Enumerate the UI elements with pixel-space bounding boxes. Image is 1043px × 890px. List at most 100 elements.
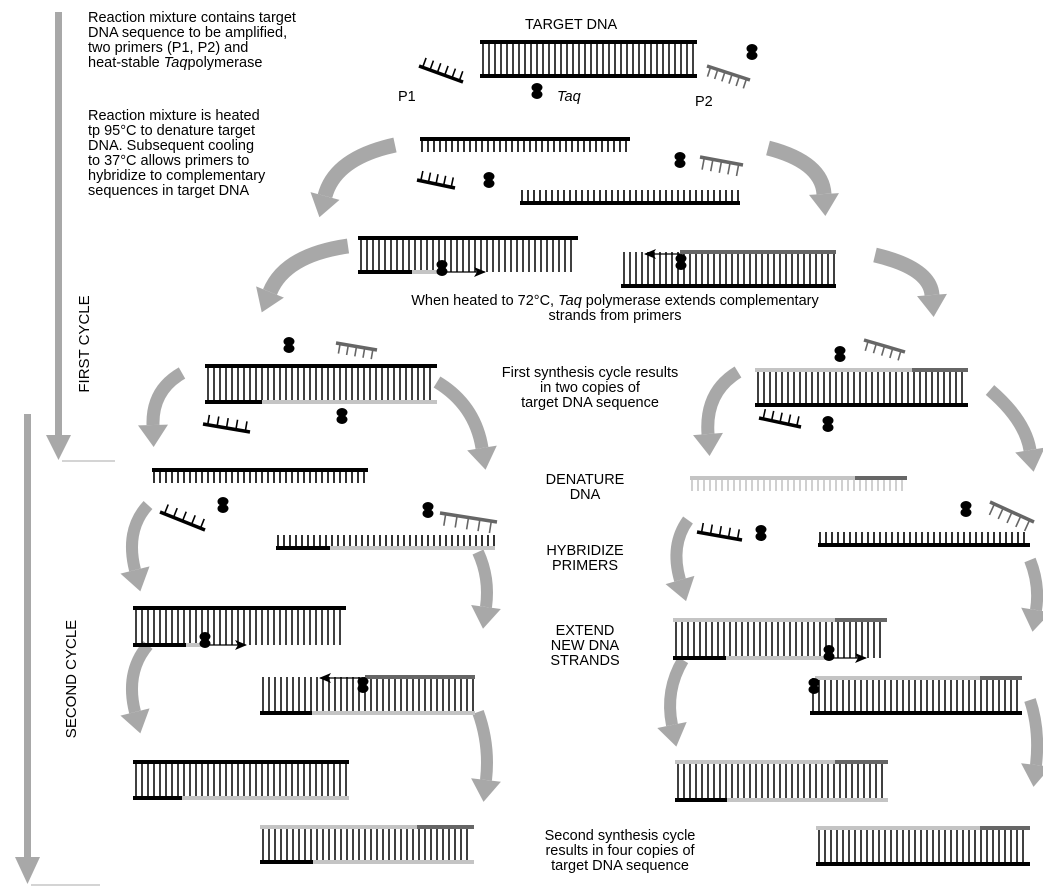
target-dna-duplex-bot-0: [480, 74, 697, 78]
taq-top: [746, 44, 758, 53]
taq-polymerase-free: [531, 83, 543, 99]
curve-arrow-1-head: [310, 192, 340, 218]
final-copy-4-top-1: [980, 826, 1030, 830]
taq-top: [822, 416, 834, 425]
taq-top: [823, 645, 835, 654]
second-cycle-arrow-head: [15, 857, 40, 884]
curve-arrow-15-body: [664, 656, 689, 727]
second-extending-c: [673, 618, 887, 660]
second-extending-d: [810, 676, 1022, 715]
target-dna-duplex-top-0: [480, 40, 697, 44]
taq-bottom: [217, 504, 229, 513]
taq-polymerase-l: [960, 501, 972, 517]
second-extending-d-top-1: [980, 676, 1022, 680]
taq-top: [217, 497, 229, 506]
second-denatured-d-bases: [819, 532, 1025, 545]
denatured-top-strand: [420, 137, 630, 152]
step-extend-line-2: NEW DNA: [550, 638, 620, 654]
denature-line-4: to 37°C allows primers to: [88, 153, 250, 169]
curve-arrow-6-body: [433, 376, 489, 450]
second-extending-d-bot-0: [810, 711, 1022, 715]
denatured-top-strand-bases: [421, 139, 627, 152]
extend-line-2: strands from primers: [548, 308, 682, 324]
curve-arrow-16-head: [1021, 763, 1043, 787]
curve-arrow-7-head: [693, 432, 723, 456]
final-copy-2-rungs: [262, 827, 468, 862]
taq-polymerase-i: [217, 497, 229, 513]
second-extending-a-bot-1: [186, 643, 205, 647]
second-result-line-2: results in four copies of: [545, 843, 695, 859]
taq-polymerase-e: [283, 337, 295, 353]
taq-polymerase-g: [834, 346, 846, 362]
taq-bottom: [674, 159, 686, 168]
first-copy-right: [755, 368, 968, 407]
step-hybridize-line-1: HYBRIDIZE: [546, 543, 624, 559]
intro-line-2: DNA sequence to be amplified,: [88, 25, 288, 41]
taq-bottom: [199, 639, 211, 648]
curve-arrow-15-head: [657, 722, 687, 747]
curve-arrow-2-body: [766, 140, 832, 196]
second-extending-a-top-0: [133, 606, 346, 610]
second-result-line-1: Second synthesis cycle: [544, 828, 696, 844]
curve-arrow-10-body: [472, 549, 493, 608]
final-copy-3-top-0: [675, 760, 835, 764]
final-copy-3: [675, 760, 888, 802]
taq-bottom: [823, 652, 835, 661]
primer-p1-cycle2-a: [159, 504, 206, 532]
primer-p2-label: P2: [695, 94, 713, 110]
primer-p1-backbone: [418, 64, 464, 84]
step-hybridize: HYBRIDIZE PRIMERS: [520, 544, 650, 574]
curve-arrow-9-head: [120, 566, 150, 592]
first-result-line-1: First synthesis cycle results: [501, 365, 679, 381]
second-cycle-label: SECOND CYCLE: [63, 619, 80, 739]
first-copy-right-top-0: [755, 368, 912, 372]
curve-arrow-6-head: [467, 445, 497, 470]
taq-top: [675, 254, 687, 263]
taq-top: [357, 677, 369, 686]
first-copy-left-bot-1: [262, 400, 437, 404]
primer-p1-hybridizing-bases: [420, 170, 455, 188]
extending-duplex-right-rungs: [623, 252, 835, 286]
final-copy-2-bot-0: [260, 860, 313, 864]
intro-line-4: heat-stable Taqpolymerase: [88, 55, 263, 71]
gray-curved-arrows: [120, 137, 1043, 802]
first-cycle-arrow-shaft: [55, 12, 62, 435]
curve-arrow-12-head: [1021, 607, 1043, 632]
taq-top: [436, 260, 448, 269]
target-dna-label: TARGET DNA: [525, 17, 618, 33]
curve-arrow-3-head: [256, 286, 284, 313]
final-copy-3-bot-1: [727, 798, 888, 802]
second-denatured-c-backbone: [690, 476, 907, 480]
first-result-line-3: target DNA sequence: [521, 395, 659, 411]
curve-arrow-12-body: [1024, 557, 1043, 611]
final-copy-1-rungs: [135, 762, 347, 798]
second-result-line-3: target DNA sequence: [551, 858, 689, 874]
final-copy-1-top-0: [133, 760, 349, 764]
curve-arrow-3-body: [263, 238, 350, 296]
denature-line-5: hybridize to complementary: [88, 168, 266, 184]
second-denatured-c: [690, 476, 907, 491]
extend-line-1: When heated to 72°C, Taq polymerase exte…: [411, 293, 819, 309]
primer-p1-cycle2-b-bases: [700, 522, 741, 540]
taq-bottom: [283, 344, 295, 353]
second-denatured-c-bases: [691, 478, 903, 491]
second-extending-c-rungs: [675, 620, 881, 658]
step-denature-line-2: DNA: [569, 487, 601, 503]
primer-p2-hybridizing-bases: [701, 157, 740, 177]
taq-top: [834, 346, 846, 355]
step-denature: DENATURE DNA: [520, 473, 650, 503]
step-denature-line-1: DENATURE: [545, 472, 625, 488]
taq-top: [283, 337, 295, 346]
first-copy-left-bot-0: [205, 400, 262, 404]
taq-polymerase-k: [755, 525, 767, 541]
denatured-bottom-strand: [520, 190, 740, 205]
final-copy-2: [260, 825, 474, 864]
taq-bottom: [755, 532, 767, 541]
denature-line-3: DNA. Subsequent cooling: [88, 138, 255, 154]
second-extending-c-top-1: [835, 618, 887, 622]
taq-polymerase-d: [675, 254, 687, 270]
second-extending-b-rungs: [262, 677, 474, 713]
extending-duplex-left-top-0: [358, 236, 578, 240]
primer-p2-cycle2-a-bases: [443, 513, 493, 534]
primer-free-left-bases: [206, 414, 248, 432]
